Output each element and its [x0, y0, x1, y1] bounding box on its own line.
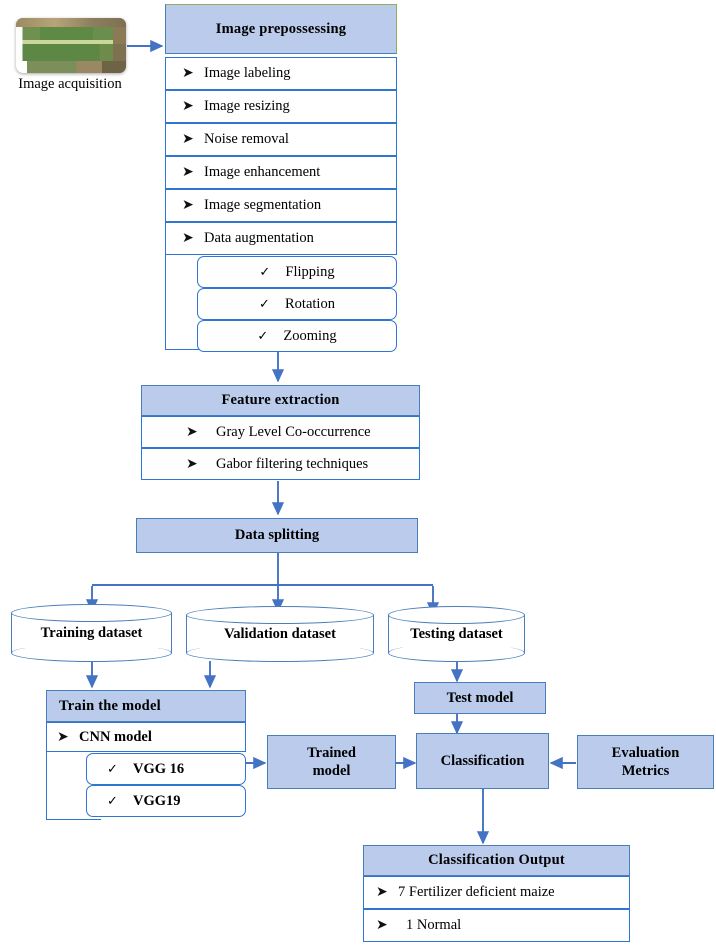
- trained-model-box: Trained model: [267, 735, 396, 789]
- vgg-nesting-bracket: [46, 752, 101, 820]
- augmentation-option-label: Zooming: [283, 327, 337, 344]
- feature-extraction-header: Feature extraction: [141, 385, 420, 416]
- train-variant-vgg16: ✓ VGG 16: [86, 753, 246, 785]
- evaluation-metrics-box: Evaluation Metrics: [577, 735, 714, 789]
- cylinder-top: [388, 606, 525, 624]
- preprocessing-item-label: Image segmentation: [204, 197, 322, 213]
- augmentation-option-flipping: ✓ Flipping: [197, 256, 397, 288]
- classification-output-item-normal: ➤ 1 Normal: [363, 909, 630, 942]
- bullet-icon: ➤: [186, 424, 198, 440]
- cylinder-bottom: [11, 644, 172, 662]
- bullet-icon: ➤: [186, 456, 198, 472]
- dataset-validation: Validation dataset: [186, 606, 374, 662]
- classification-output-header: Classification Output: [363, 845, 630, 876]
- preprocessing-item-label: Image enhancement: [204, 164, 321, 180]
- train-variant-vgg19: ✓ VGG19: [86, 785, 246, 817]
- preprocessing-item-data-augmentation: ➤ Data augmentation: [165, 222, 397, 255]
- preprocessing-item-image-segmentation: ➤ Image segmentation: [165, 189, 397, 222]
- data-splitting-box: Data splitting: [136, 518, 418, 553]
- classification-box: Classification: [416, 733, 549, 789]
- bullet-icon: ➤: [182, 198, 194, 213]
- classification-output-item-label: 1 Normal: [406, 917, 462, 933]
- cylinder-top: [186, 606, 374, 624]
- dataset-label: Validation dataset: [224, 625, 336, 642]
- cylinder-bottom: [388, 644, 525, 662]
- check-icon: ✓: [257, 328, 269, 343]
- feature-extraction-item-glcm: ➤ Gray Level Co-occurrence: [141, 416, 420, 448]
- dataset-testing: Testing dataset: [388, 606, 525, 662]
- cylinder-bottom: [186, 644, 374, 662]
- evaluation-line1: Evaluation: [611, 744, 680, 761]
- augmentation-option-label: Rotation: [285, 295, 335, 312]
- bullet-icon: ➤: [182, 165, 194, 180]
- dataset-training: Training dataset: [11, 604, 172, 662]
- train-model-header-label: Train the model: [59, 697, 161, 714]
- trained-model-line1: Trained: [307, 744, 356, 761]
- acquisition-image: [16, 18, 126, 73]
- photo-band-top: [16, 18, 126, 27]
- bullet-icon: ➤: [182, 66, 194, 81]
- check-icon: ✓: [259, 296, 270, 311]
- feature-extraction-item-label: Gray Level Co-occurrence: [216, 423, 371, 440]
- dataset-label: Testing dataset: [410, 625, 503, 642]
- check-icon: ✓: [107, 761, 118, 776]
- preprocessing-item-label: Image resizing: [204, 98, 290, 114]
- preprocessing-item-image-resizing: ➤ Image resizing: [165, 90, 397, 123]
- photo-band-bottom: [16, 61, 126, 73]
- cylinder-top: [11, 604, 172, 622]
- check-icon: ✓: [107, 793, 118, 808]
- augmentation-option-zooming: ✓ Zooming: [197, 320, 397, 352]
- photo-band-leaf-upper: [16, 27, 126, 40]
- feature-extraction-item-gabor: ➤ Gabor filtering techniques: [141, 448, 420, 480]
- classification-output-item-deficient: ➤ 7 Fertilizer deficient maize: [363, 876, 630, 909]
- preprocessing-item-label: Data augmentation: [204, 230, 314, 246]
- preprocessing-header: Image prepossessing: [165, 4, 397, 54]
- augmentation-option-rotation: ✓ Rotation: [197, 288, 397, 320]
- bullet-icon: ➤: [376, 885, 388, 900]
- preprocessing-item-image-labeling: ➤ Image labeling: [165, 57, 397, 90]
- train-variant-label: VGG 16: [133, 760, 185, 777]
- dataset-label: Training dataset: [40, 624, 143, 641]
- preprocessing-item-label: Image labeling: [204, 65, 291, 81]
- feature-extraction-item-label: Gabor filtering techniques: [216, 455, 369, 472]
- bullet-icon: ➤: [182, 99, 194, 114]
- train-variant-label: VGG19: [133, 792, 181, 809]
- train-model-header: Train the model: [46, 690, 246, 722]
- bullet-icon: ➤: [182, 231, 194, 246]
- test-model-box: Test model: [414, 682, 546, 714]
- bullet-icon: ➤: [182, 132, 194, 147]
- preprocessing-item-image-enhancement: ➤ Image enhancement: [165, 156, 397, 189]
- check-icon: ✓: [259, 264, 271, 279]
- acquisition-caption: Image acquisition: [18, 76, 122, 92]
- bullet-icon: ➤: [376, 918, 388, 933]
- train-model-item-label: CNN model: [79, 728, 152, 745]
- photo-band-leaf-lower: [16, 44, 126, 61]
- preprocessing-item-label: Noise removal: [204, 131, 289, 147]
- train-model-item-cnn: ➤ CNN model: [46, 722, 246, 752]
- bullet-icon: ➤: [57, 729, 69, 745]
- augmentation-option-label: Flipping: [285, 263, 335, 280]
- photo-band-midrib: [16, 40, 126, 44]
- classification-output-item-label: 7 Fertilizer deficient maize: [398, 884, 555, 900]
- evaluation-line2: Metrics: [621, 763, 670, 779]
- trained-model-line2: model: [312, 763, 351, 779]
- preprocessing-item-noise-removal: ➤ Noise removal: [165, 123, 397, 156]
